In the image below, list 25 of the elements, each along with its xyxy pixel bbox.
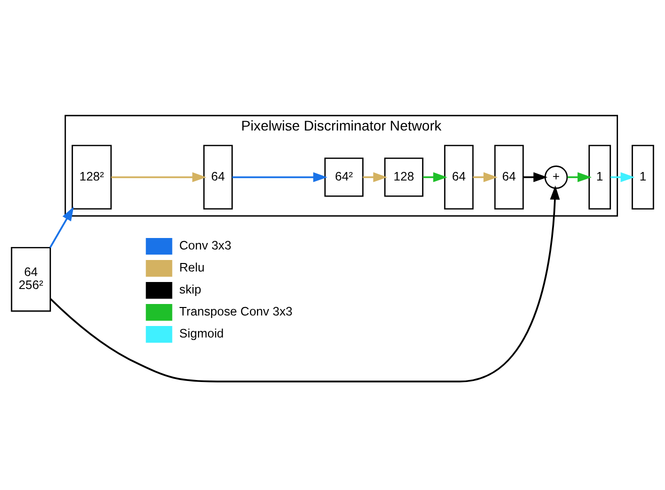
legend-label: Transpose Conv 3x3	[179, 304, 292, 319]
arrow	[49, 206, 74, 248]
arrow	[111, 172, 206, 182]
node-box: 64	[494, 144, 524, 210]
arrow	[50, 186, 560, 382]
node-box: 128	[384, 158, 424, 197]
node-box: 64 256²	[10, 246, 51, 312]
node-box: 64²	[324, 158, 364, 197]
node-box: 64	[444, 144, 474, 210]
legend-label: skip	[179, 282, 202, 297]
arrow	[610, 172, 635, 182]
arrow	[423, 172, 448, 182]
arrow	[472, 172, 498, 182]
node-box: 1	[588, 144, 611, 210]
node-box: 128²	[72, 144, 112, 210]
arrow	[568, 172, 592, 182]
arrow	[523, 172, 548, 182]
arrow	[362, 172, 388, 182]
node-circle: +	[544, 166, 568, 189]
arrow	[232, 172, 328, 182]
node-box: 1	[632, 144, 654, 210]
legend-label: Conv 3x3	[179, 238, 232, 253]
legend-label: Sigmoid	[179, 326, 224, 341]
node-box: 64	[203, 144, 233, 210]
legend-label: Relu	[179, 260, 205, 275]
